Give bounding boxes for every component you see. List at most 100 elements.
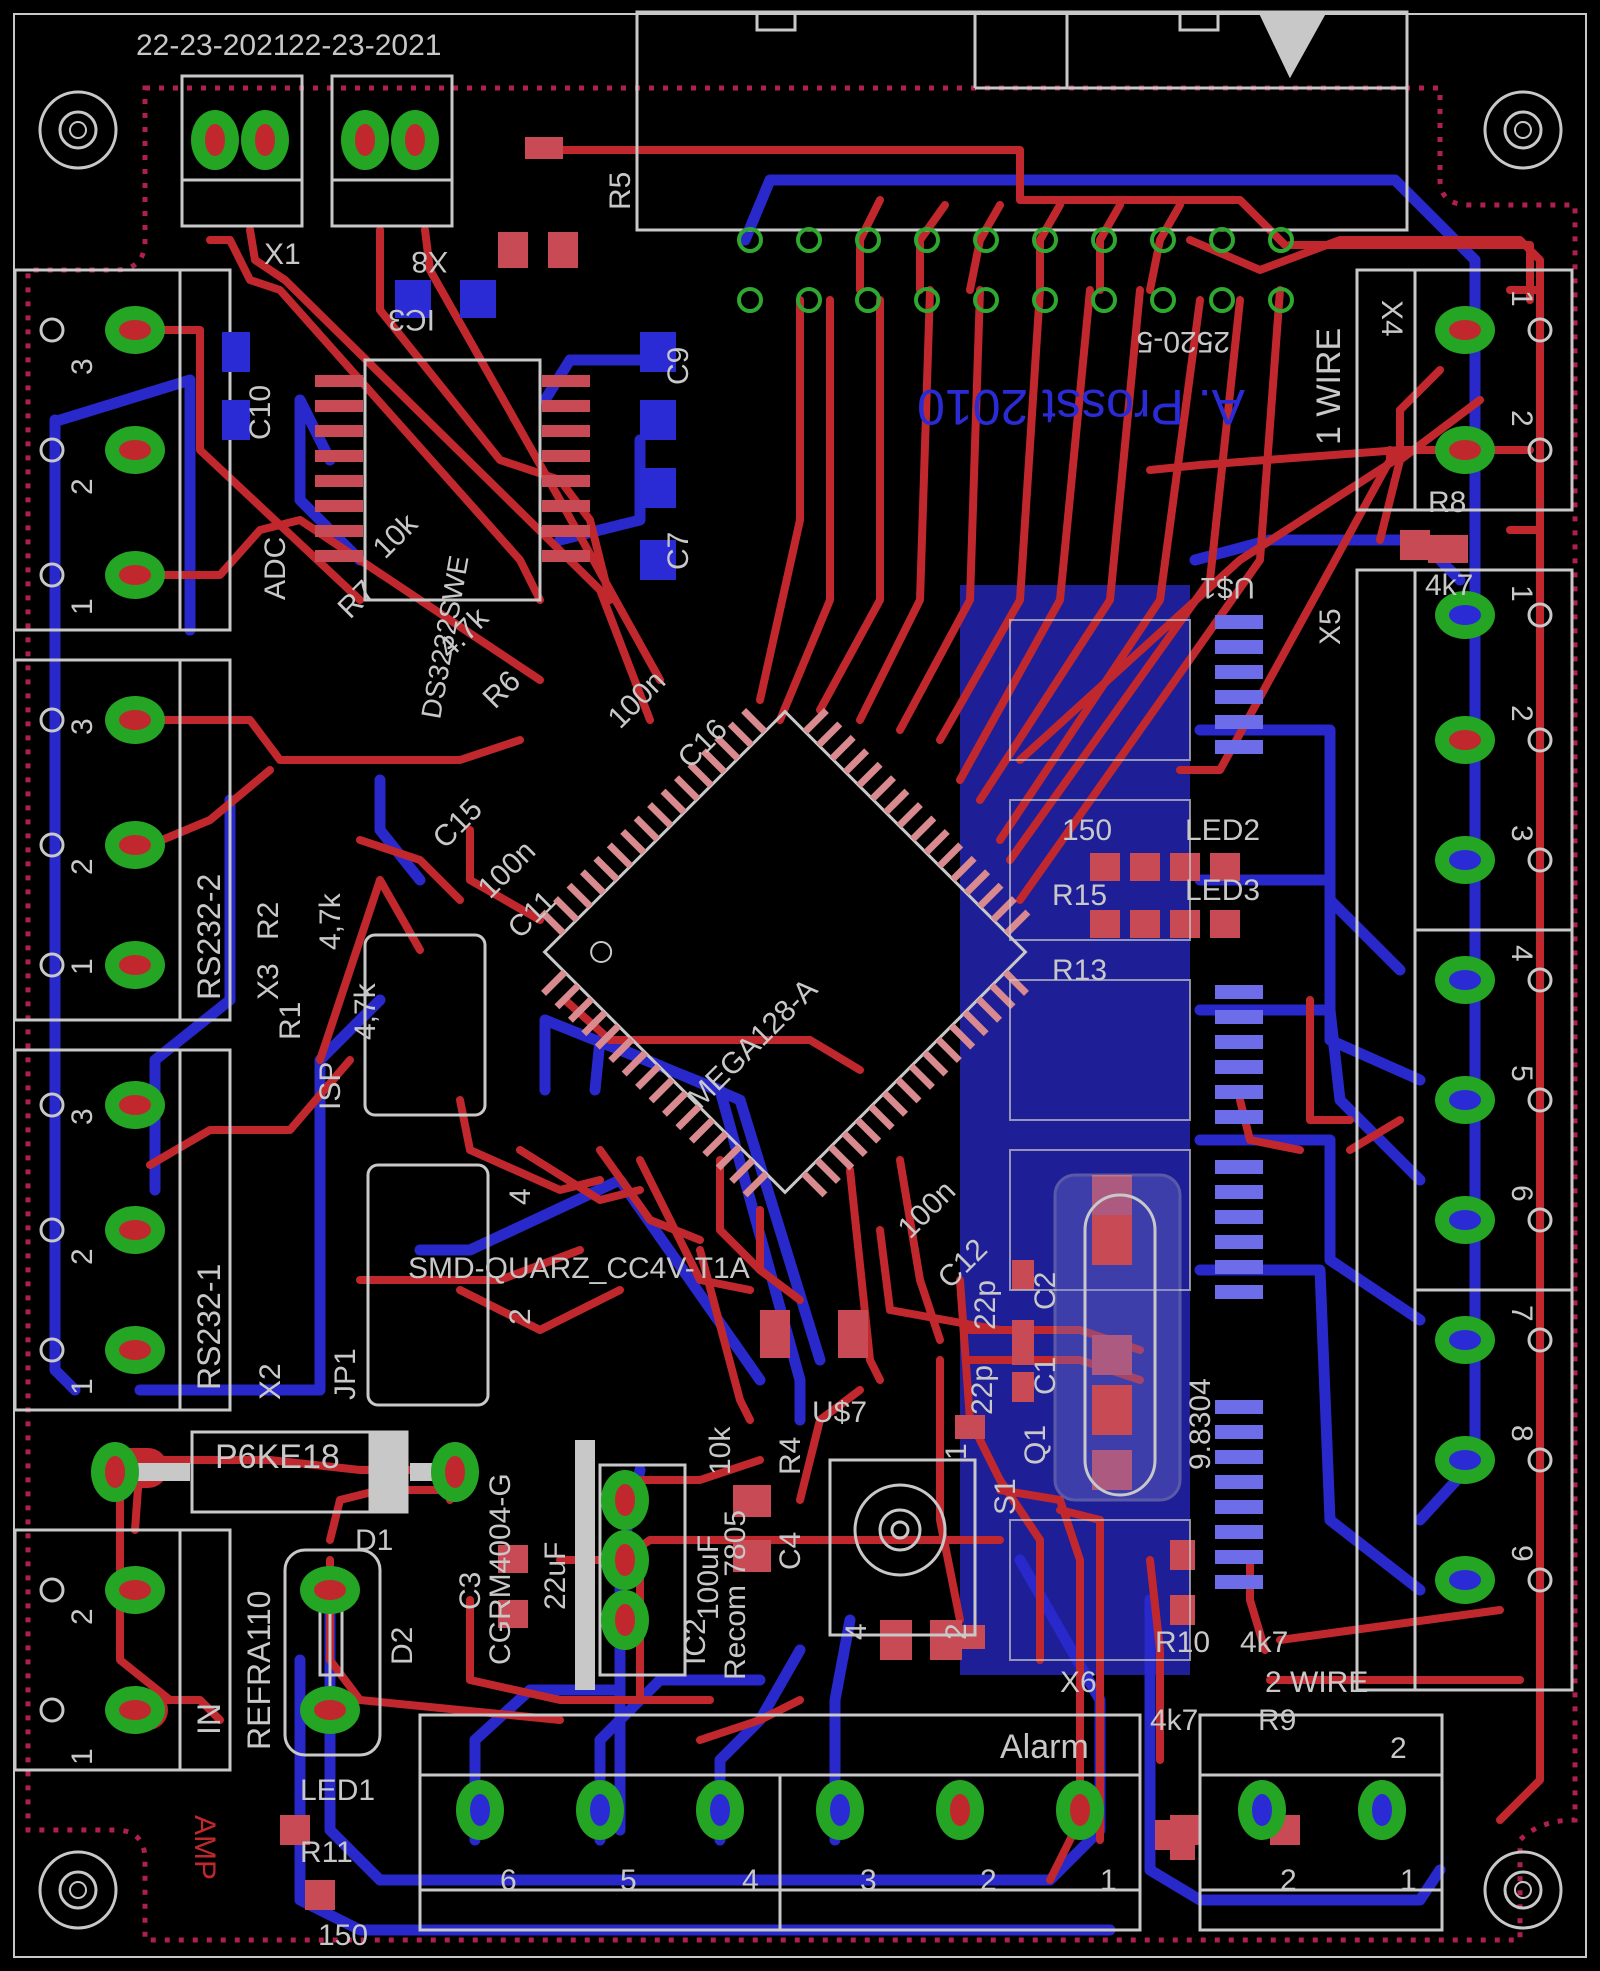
label-quartz: SMD-QUARZ_CC4V-T1A xyxy=(408,1252,750,1285)
label-r10-value: 4k7 xyxy=(1240,1626,1288,1659)
label-r8-value: 4k7 xyxy=(1425,569,1473,602)
mcu-pin xyxy=(814,1157,841,1184)
label-u1: U$1 xyxy=(1200,571,1255,604)
label-q1: Q1 xyxy=(1019,1425,1052,1465)
label-x6: X6 xyxy=(1060,1666,1097,1699)
label-2520-5: 2520-5 xyxy=(1137,325,1230,358)
mcu-pin xyxy=(989,983,1016,1010)
terminal-screw-hole xyxy=(39,707,65,733)
label-c9: C9 xyxy=(662,347,695,385)
pin-number: 1 xyxy=(66,598,99,615)
mcu-pin xyxy=(842,748,870,775)
label-c4: C4 xyxy=(774,1532,807,1570)
label-x4: X4 xyxy=(1375,300,1408,337)
terminal-block-rs232-2 xyxy=(13,658,232,1022)
via xyxy=(1091,227,1117,253)
label-c2: C2 xyxy=(1029,1272,1062,1310)
jp1-header xyxy=(366,1163,490,1407)
label-r5: R5 xyxy=(604,172,637,210)
mcu-pin xyxy=(621,1050,648,1077)
label-c10: C10 xyxy=(244,385,277,440)
label-led2: LED2 xyxy=(1185,814,1260,847)
label-c7: C7 xyxy=(662,532,695,570)
through-hole-pads xyxy=(39,110,1553,1840)
pin-number: 6 xyxy=(500,1864,517,1897)
label-r10: R10 xyxy=(1155,1626,1210,1659)
label-alarm: Alarm xyxy=(1000,1728,1089,1766)
label-r4: R4 xyxy=(774,1437,807,1475)
pin-number: 2 xyxy=(1390,1732,1407,1765)
pin-number: 1 xyxy=(1400,1864,1417,1897)
terminal-screw-hole xyxy=(39,1337,65,1363)
mounting-hole-bl xyxy=(38,1850,118,1930)
crystal-q1 xyxy=(1053,1173,1182,1502)
label-led1: LED1 xyxy=(300,1774,375,1807)
label-rs232-1: RS232-1 xyxy=(191,1264,227,1390)
mcu-pin xyxy=(910,815,937,842)
mcu-pin xyxy=(963,869,991,896)
via xyxy=(737,227,763,253)
label-x8: X8 xyxy=(411,245,448,278)
label-adc: ADC xyxy=(259,537,292,600)
relay-outlines xyxy=(1009,619,1191,1661)
terminal-screw-hole xyxy=(1527,1327,1553,1353)
mcu-pin xyxy=(841,1130,868,1158)
mcu-pin xyxy=(828,1144,855,1171)
pin-number: 3 xyxy=(66,1108,99,1125)
pin-number: 2 xyxy=(980,1864,997,1897)
label-isp: ISP xyxy=(314,1062,347,1110)
mcu-pin xyxy=(895,1077,922,1104)
via xyxy=(1268,287,1294,313)
pin-number: 5 xyxy=(620,1864,637,1897)
mcu-pin xyxy=(741,708,768,735)
label-s1: S1 xyxy=(989,1478,1022,1515)
terminal-screw-hole xyxy=(39,317,65,343)
terminal-screw-hole xyxy=(1527,1087,1553,1113)
label-c1: C1 xyxy=(1029,1357,1062,1395)
mcu-pin xyxy=(700,748,728,775)
label-r15: R15 xyxy=(1052,879,1107,912)
label-d1: D1 xyxy=(355,1524,393,1557)
mcu-pin xyxy=(688,1117,715,1144)
label-d1-part: P6KE18 xyxy=(215,1438,340,1476)
label-x5: X5 xyxy=(1314,608,1347,645)
label-led3: LED3 xyxy=(1185,874,1260,907)
mcu-pin xyxy=(675,1104,702,1131)
pin-number: 5 xyxy=(1505,1065,1538,1082)
mcu-pin xyxy=(647,802,674,829)
mcu-pin xyxy=(608,1036,635,1064)
terminal-block-alarm xyxy=(418,1713,1142,1932)
terminal-block-x4 xyxy=(1355,268,1574,512)
mcu-pin xyxy=(702,1130,729,1158)
mcu-pin xyxy=(567,996,595,1023)
label-two-wire: 2 WIRE xyxy=(1265,1666,1368,1699)
label-x3: X3 xyxy=(252,963,285,1000)
mcu-pin xyxy=(977,882,1004,909)
terminal-screw-hole xyxy=(1527,1567,1553,1593)
mcu-pin xyxy=(714,734,741,762)
mcu-pin xyxy=(868,1104,895,1131)
mcu-pin xyxy=(673,775,701,802)
pin-number: 3 xyxy=(66,718,99,735)
via xyxy=(973,287,999,313)
via xyxy=(973,227,999,253)
label-r13: R13 xyxy=(1052,954,1107,987)
mcu-pin xyxy=(935,1036,962,1064)
label-d2: D2 xyxy=(386,1627,419,1665)
terminal-screw-hole xyxy=(1527,727,1553,753)
mcu-pin xyxy=(620,828,647,856)
via xyxy=(855,227,881,253)
mcu-pin xyxy=(962,1009,989,1037)
connector-x1 xyxy=(180,74,304,228)
terminal-screw-hole xyxy=(1527,847,1553,873)
terminal-screw-hole xyxy=(39,832,65,858)
label-x2: X2 xyxy=(254,1363,287,1400)
via xyxy=(796,227,822,253)
mcu-pin xyxy=(922,1050,949,1077)
mcu-pin xyxy=(554,983,581,1010)
terminal-block-x6 xyxy=(1198,1713,1444,1932)
via xyxy=(914,227,940,253)
relay-side-pads xyxy=(1215,615,1263,1589)
pin-numbers: 3 2 1 3 2 1 3 2 1 2 1 1 2 1 2 3 4 5 6 7 … xyxy=(66,290,1538,1897)
